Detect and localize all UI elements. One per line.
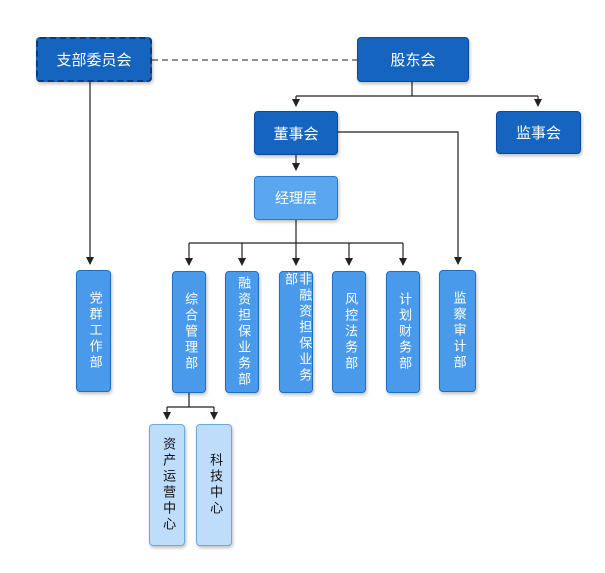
shareholders-label: 股东会 xyxy=(390,51,436,69)
general-mgmt-dept-label: 综合管理部 xyxy=(182,292,198,372)
tech-center-label: 科技中心 xyxy=(207,453,223,517)
asset-ops-center-label: 资产运营中心 xyxy=(160,437,176,533)
audit-dept-label: 监察审计部 xyxy=(450,291,466,371)
party-work-dept-node: 党群工作部 xyxy=(76,270,111,392)
supervisors-label: 监事会 xyxy=(515,124,561,142)
party-work-dept-label: 党群工作部 xyxy=(86,291,102,371)
risk-legal-dept-node: 风控法务部 xyxy=(332,271,366,393)
risk-legal-dept-label: 风控法务部 xyxy=(342,292,358,372)
management-node: 经理层 xyxy=(254,176,338,220)
party-committee-node: 支部委员会 xyxy=(36,37,152,82)
connector xyxy=(338,131,462,265)
planning-finance-dept-label: 计划财务部 xyxy=(396,292,412,372)
non-financing-guarantee-dept-label: 非融资担保业务部 xyxy=(282,272,312,384)
board-node: 董事会 xyxy=(254,111,338,155)
board-label: 董事会 xyxy=(273,124,319,143)
financing-guarantee-dept-node: 融资担保业务部 xyxy=(225,271,259,393)
planning-finance-dept-node: 计划财务部 xyxy=(386,271,420,393)
shareholders-node: 股东会 xyxy=(357,37,469,82)
asset-ops-center-node: 资产运营中心 xyxy=(149,424,185,546)
management-label: 经理层 xyxy=(275,191,317,207)
financing-guarantee-dept-label: 融资担保业务部 xyxy=(235,276,251,388)
tech-center-node: 科技中心 xyxy=(196,424,232,546)
audit-dept-node: 监察审计部 xyxy=(439,270,476,392)
non-financing-guarantee-dept-node: 非融资担保业务部 xyxy=(279,271,313,393)
general-mgmt-dept-node: 综合管理部 xyxy=(172,271,206,393)
supervisors-node: 监事会 xyxy=(496,111,581,154)
party-committee-label: 支部委员会 xyxy=(56,51,132,69)
